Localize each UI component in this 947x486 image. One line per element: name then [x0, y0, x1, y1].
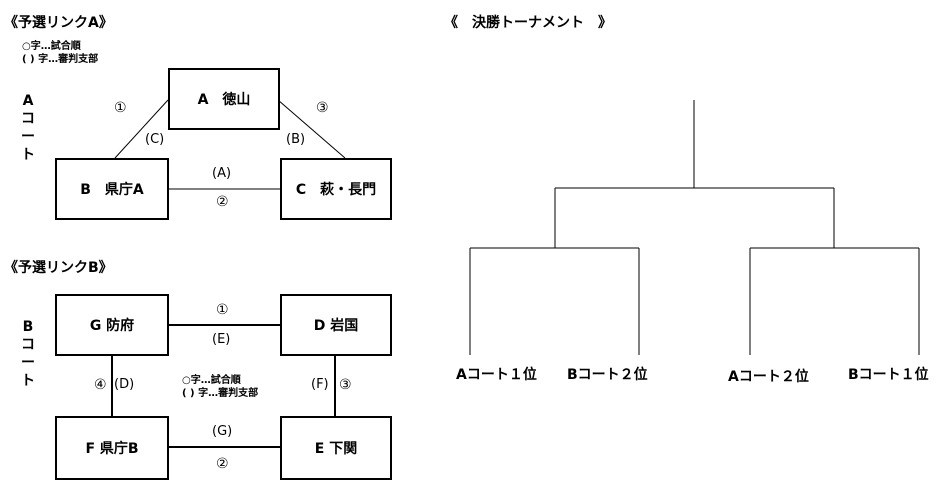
league-b-order-bottom: ②: [216, 456, 229, 472]
league-b-referee-right: (F): [311, 377, 329, 392]
bracket-slot-3: Aコート２位: [728, 369, 809, 385]
bracket-slot-1: Aコート１位: [456, 367, 537, 383]
league-b-order-right: ③: [339, 377, 352, 393]
league-b-court-label: Bコート: [21, 319, 35, 389]
final-title: 《 決勝トーナメント 》: [444, 15, 612, 31]
league-b-title: 《予選リンクB》: [4, 260, 113, 276]
team-box-a-right: C 萩・長門: [280, 158, 392, 220]
league-a-order-bottom: ②: [216, 194, 229, 210]
league-a-order-top-left: ①: [114, 100, 127, 116]
league-a-court-label: Aコート: [21, 93, 35, 163]
team-box-a-left: B 県庁A: [55, 158, 169, 220]
legend-order-note: ○字…試合順: [22, 41, 81, 52]
league-a-title: 《予選リンクA》: [4, 15, 113, 31]
legend-referee-note: ( ) 字…審判支部: [22, 54, 99, 65]
legend-referee-note: ( ) 字…審判支部: [182, 388, 259, 399]
team-box-a-top: A 徳山: [168, 68, 280, 130]
league-b-order-top: ①: [216, 302, 229, 318]
legend-order-note: ○字…試合順: [182, 375, 241, 386]
league-a-edge-top-right: [277, 99, 346, 159]
team-box-b-bottom-left: F 県庁B: [55, 416, 169, 480]
league-a-referee-bottom: (A): [212, 166, 232, 181]
bracket-slot-2: Bコート２位: [567, 367, 648, 383]
league-a-order-top-right: ③: [316, 100, 329, 116]
team-box-b-top-left: G 防府: [55, 294, 169, 356]
league-b-referee-bottom: (G): [212, 424, 233, 439]
league-a-legend: ○字…試合順 ( ) 字…審判支部: [22, 40, 98, 66]
league-b-referee-left: (D): [114, 377, 135, 392]
league-b-order-left: ④: [94, 377, 107, 393]
bracket-slot-4: Bコート１位: [848, 367, 929, 383]
league-a-edge-top-left: [114, 99, 169, 159]
league-a-referee-top-right: (B): [286, 132, 306, 147]
league-b-referee-top: (E): [212, 332, 231, 347]
team-box-b-bottom-right: E 下関: [280, 416, 392, 480]
team-box-b-top-right: D 岩国: [280, 294, 392, 356]
tournament-bracket: [469, 100, 920, 355]
league-b-legend: ○字…試合順 ( ) 字…審判支部: [182, 374, 258, 400]
league-a-referee-top-left: (C): [145, 132, 165, 147]
